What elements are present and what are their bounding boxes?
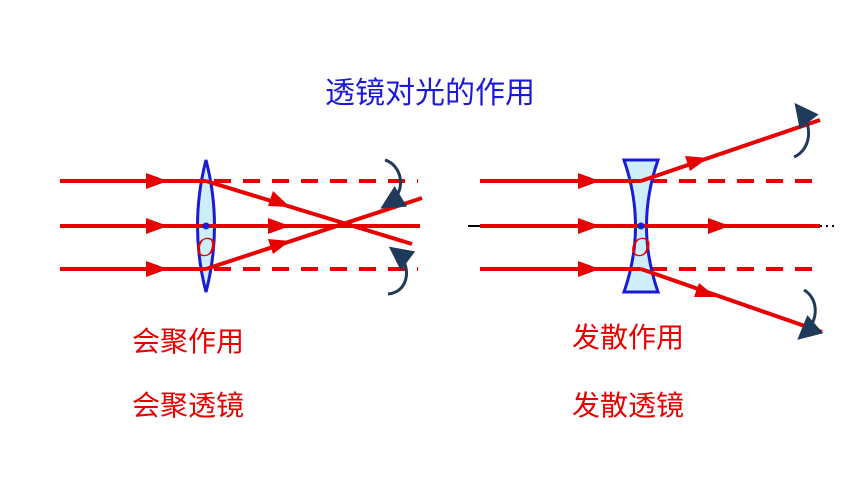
ray-arrow-top: [146, 173, 168, 189]
ray-arrow-refracted-bottom: [268, 239, 290, 254]
ray-arrow-bottom: [146, 261, 168, 277]
diverging-lens-diagram: [468, 102, 836, 340]
curl-arrow-bottom-icon: [797, 288, 824, 340]
refracted-ray-bottom: [640, 267, 823, 334]
refracted-ray-bottom: [205, 196, 423, 271]
converging-lens-diagram: [60, 158, 423, 296]
curl-arrow-top-icon: [380, 158, 408, 209]
ray-arrow-refracted-middle: [268, 218, 290, 234]
diverging-lens-label: 发散透镜: [572, 389, 685, 422]
refracted-ray-top: [640, 118, 821, 183]
optical-center-dot: [637, 222, 645, 230]
ray-arrow-refracted-bottom: [694, 283, 716, 297]
optical-center-label-left: O: [196, 234, 216, 262]
ray-arrow-refracted-top: [685, 156, 708, 171]
refracted-ray-top: [205, 179, 413, 246]
page-title: 透镜对光的作用: [325, 76, 535, 111]
diverging-effect-label: 发散作用: [572, 321, 685, 354]
curl-arrow-top-icon: [793, 102, 819, 159]
ray-arrow-middle: [146, 218, 168, 234]
converging-effect-label: 会聚作用: [132, 325, 245, 358]
ray-arrow-middle: [578, 218, 600, 234]
optical-center-label-right: O: [631, 234, 651, 262]
ray-arrow-refracted-top: [268, 191, 290, 207]
ray-arrow-top: [578, 173, 600, 189]
converging-lens-label: 会聚透镜: [132, 389, 245, 422]
optical-center-dot: [202, 222, 210, 230]
ray-arrow-bottom: [578, 261, 600, 277]
curl-arrow-bottom-icon: [387, 246, 416, 296]
ray-arrow-refracted-middle: [708, 218, 730, 234]
